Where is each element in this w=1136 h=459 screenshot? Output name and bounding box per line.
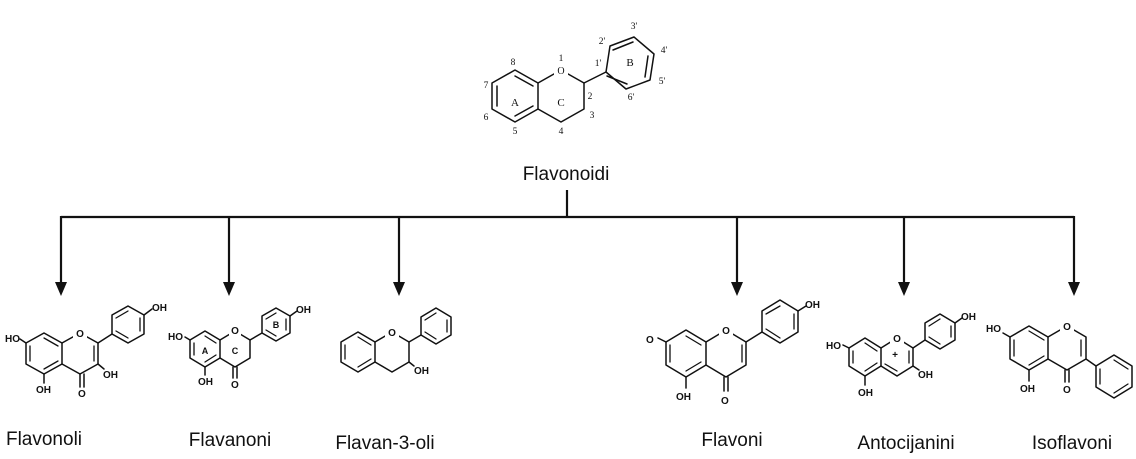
- flavonol-hydroxyl-7: HO: [5, 334, 20, 345]
- class-label-flavoni: Flavoni: [701, 430, 762, 451]
- position-3-prime: 3': [631, 22, 638, 32]
- isoflavone-hydroxyl-7: HO: [986, 324, 1001, 335]
- flavonol-carbonyl-oxygen: O: [78, 389, 86, 400]
- flavone-oxygen-7: O: [646, 335, 654, 346]
- flavonol-ring-oxygen: O: [76, 329, 84, 340]
- position-1: 1: [559, 54, 564, 64]
- class-label-flavonoli: Flavonoli: [6, 429, 82, 450]
- position-8: 8: [511, 58, 516, 68]
- root-label: Flavonoidi: [523, 164, 610, 185]
- branch-arrow-flavanoni: [223, 216, 235, 296]
- ring-label-b: B: [626, 57, 633, 69]
- position-4-prime: 4': [661, 46, 668, 56]
- flavanone-ring-label-a: A: [202, 346, 209, 356]
- class-label-antocijanini: Antocijanini: [857, 433, 954, 454]
- flavanone-carbonyl-oxygen: O: [231, 380, 239, 391]
- flavanone-structure: O A C B HO OH OH O: [168, 305, 311, 391]
- tree-connectors: [55, 190, 1080, 296]
- flavone-ring-oxygen: O: [722, 326, 730, 337]
- branch-arrow-antocijanini: [898, 216, 910, 296]
- flavan-3-ol-ring-oxygen: O: [388, 328, 396, 339]
- class-label-flavan-3-oli: Flavan-3-oli: [335, 433, 434, 454]
- position-6-prime: 6': [628, 93, 635, 103]
- branch-arrow-flavoni: [731, 216, 743, 296]
- position-2-prime: 2': [599, 37, 606, 47]
- flavan-3-ol-hydroxyl-3: OH: [414, 366, 429, 377]
- flavone-hydroxyl-4p: OH: [805, 300, 820, 311]
- anthocyanin-hydroxyl-3: OH: [918, 370, 933, 381]
- flavanone-ring-oxygen: O: [231, 326, 239, 337]
- anthocyanin-oxonium-charge: +: [892, 350, 898, 361]
- ring-label-a: A: [511, 97, 519, 109]
- flavone-hydroxyl-5: OH: [676, 392, 691, 403]
- flavanone-hydroxyl-5: OH: [198, 377, 213, 388]
- anthocyanin-hydroxyl-5: OH: [858, 388, 873, 399]
- flavonol-hydroxyl-5: OH: [36, 385, 51, 396]
- flavone-carbonyl-oxygen: O: [721, 396, 729, 407]
- position-7: 7: [484, 81, 489, 91]
- flavan-3-ol-structure: O OH: [340, 307, 452, 377]
- position-3: 3: [590, 111, 595, 121]
- flavone-structure: O O OH OH O: [646, 299, 820, 407]
- anthocyanin-ring-oxygen: O: [893, 334, 901, 345]
- flavonol-structure: O HO OH OH OH O: [5, 303, 167, 400]
- class-label-isoflavoni: Isoflavoni: [1032, 433, 1112, 454]
- branch-arrow-isoflavoni: [1068, 216, 1080, 296]
- isoflavone-ring-oxygen: O: [1063, 322, 1071, 333]
- position-5: 5: [513, 127, 518, 137]
- flavonol-hydroxyl-3: OH: [103, 370, 118, 381]
- position-4: 4: [559, 127, 564, 137]
- flavonol-hydroxyl-4p: OH: [152, 303, 167, 314]
- isoflavone-structure: O HO OH O: [986, 319, 1133, 399]
- position-2: 2: [588, 92, 593, 102]
- flavanone-hydroxyl-7: HO: [168, 332, 183, 343]
- isoflavone-carbonyl-oxygen: O: [1063, 385, 1071, 396]
- branch-arrow-flavonoli: [55, 216, 67, 296]
- isoflavone-hydroxyl-5: OH: [1020, 384, 1035, 395]
- flavanone-ring-label-c: C: [232, 346, 239, 356]
- class-label-flavanoni: Flavanoni: [189, 430, 271, 451]
- anthocyanin-structure: O + HO OH OH OH: [826, 312, 976, 399]
- ring-oxygen: O: [557, 66, 564, 77]
- ring-label-c: C: [557, 97, 564, 109]
- position-5-prime: 5': [659, 77, 666, 87]
- anthocyanin-hydroxyl-4p: OH: [961, 312, 976, 323]
- position-6: 6: [484, 113, 489, 123]
- branch-arrow-flavan-3-oli: [393, 216, 405, 296]
- flavanone-hydroxyl-4p: OH: [296, 305, 311, 316]
- flavanone-ring-label-b: B: [273, 320, 280, 330]
- position-1-prime: 1': [595, 59, 602, 69]
- anthocyanin-hydroxyl-7: HO: [826, 341, 841, 352]
- flavonoid-core-structure: A C B O 1 2 3 4 5 6 7 8 1' 2' 3' 4' 5' 6…: [484, 22, 668, 137]
